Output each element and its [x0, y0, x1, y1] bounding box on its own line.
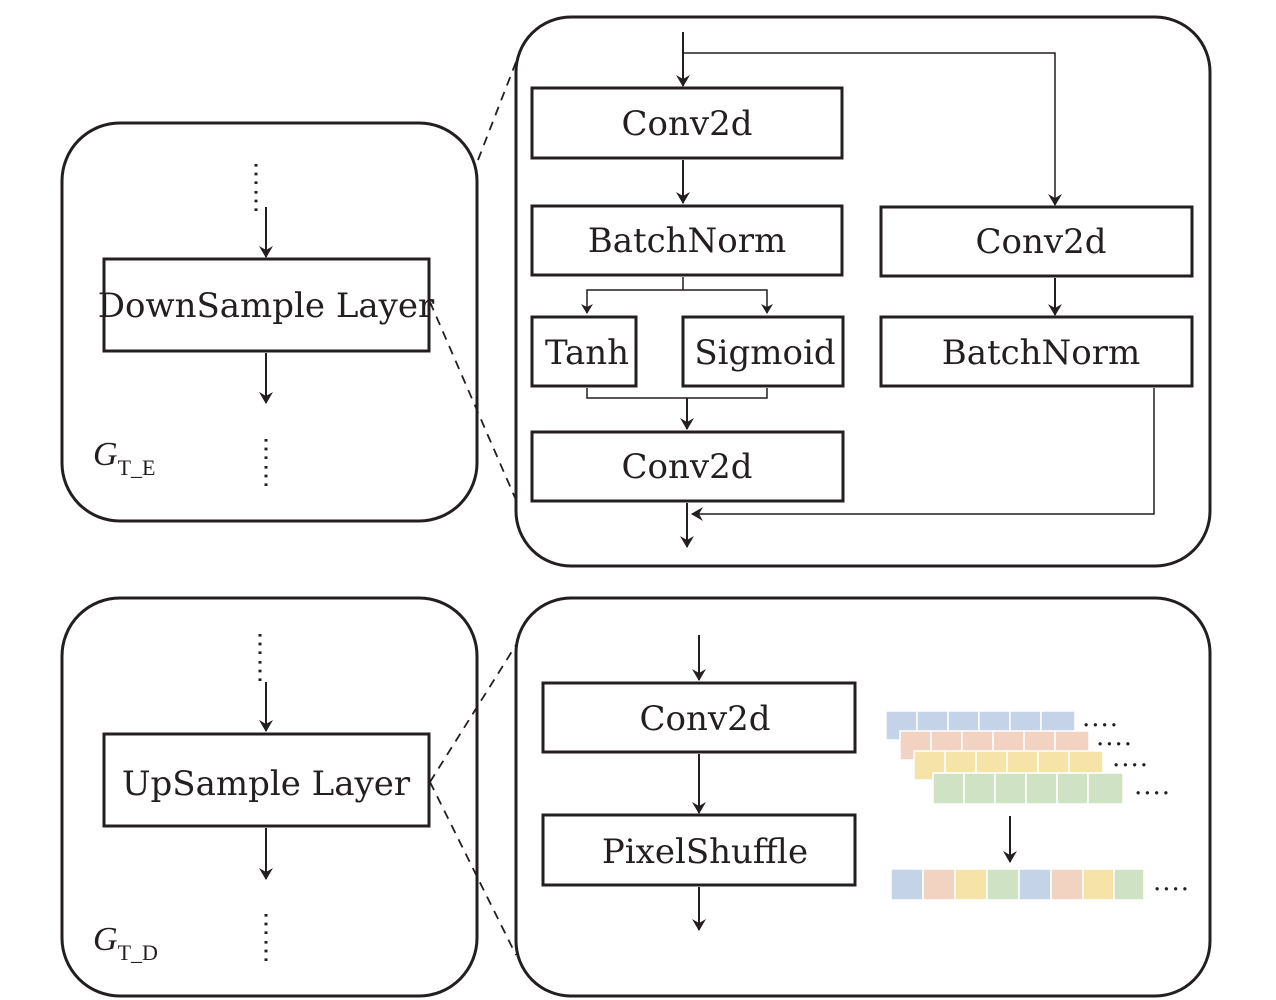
downsample-layer-box [102, 257, 431, 353]
channel-row-green: .... [932, 771, 1171, 805]
conv2d-dec-box [541, 681, 857, 754]
conv2d-top-label: Conv2d [622, 104, 753, 144]
shuffled-channel-row: .... [890, 867, 1190, 901]
residual-arrow [691, 388, 1155, 521]
channel-row-blue: .... [885, 703, 1119, 741]
pixelshuffle-label: PixelShuffle [602, 832, 808, 872]
row-ellipsis-shuffled: .... [1153, 867, 1190, 897]
conv2d-bottom-label: Conv2d [622, 447, 753, 487]
channel-stack-illustration: .... .... .... [885, 703, 1171, 805]
pixelshuffle-box [541, 813, 857, 887]
zoom-line-bottom-lower [429, 781, 517, 956]
row-ellipsis-1: .... [1082, 703, 1119, 733]
arrow-bn-to-tanh [581, 277, 684, 314]
upsample-layer-label: UpSample Layer [122, 764, 411, 804]
tanh-box [530, 315, 638, 388]
merge-line [586, 388, 768, 399]
conv2d-right-label: Conv2d [976, 222, 1107, 262]
conv2d-right-box [879, 205, 1194, 278]
zoom-line-top-upper [477, 61, 517, 161]
vertical-ellipsis-bottom-dec: ⋯⋯ [251, 911, 281, 965]
row-ellipsis-3: .... [1112, 743, 1149, 773]
vertical-ellipsis-bottom: ⋯⋯ [251, 436, 281, 490]
sigmoid-box [681, 315, 845, 388]
encoder-group-label: GT_E [93, 436, 155, 480]
batchnorm-left-box [530, 204, 844, 277]
batchnorm-right-box [879, 315, 1194, 388]
decoder-overview-panel: ⋯⋯ UpSample Layer ⋯⋯ GT_D [60, 596, 479, 998]
row-ellipsis-2: .... [1096, 722, 1133, 752]
encoder-overview-panel: ⋯⋯ DownSample Layer ⋯⋯ GT_E [60, 121, 479, 523]
zoom-line-top-lower [429, 301, 517, 501]
batchnorm-right-label: BatchNorm [942, 333, 1141, 373]
skip-branch-arrow [683, 52, 1062, 206]
decoder-group-label: GT_D [93, 921, 158, 965]
upsample-detail-panel: Conv2d PixelShuffle .... [514, 596, 1212, 998]
zoom-line-bottom-upper [429, 644, 517, 783]
arrow-bn-to-sigmoid [683, 289, 773, 314]
conv2d-top-box [530, 86, 844, 160]
downsample-layer-label: DownSample Layer [98, 286, 435, 326]
batchnorm-left-label: BatchNorm [588, 221, 787, 261]
sigmoid-label: Sigmoid [694, 333, 835, 373]
conv2d-dec-label: Conv2d [640, 699, 771, 739]
row-ellipsis-4: .... [1134, 771, 1171, 801]
downsample-detail-panel: Conv2d BatchNorm Tanh Sigmoid Conv2d Con… [514, 15, 1212, 568]
upsample-layer-box [102, 732, 431, 828]
vertical-ellipsis-top: ⋯⋯ [241, 161, 271, 215]
conv2d-bottom-box [530, 430, 845, 503]
vertical-ellipsis-top-dec: ⋯⋯ [245, 631, 275, 685]
tanh-label: Tanh [545, 333, 629, 373]
